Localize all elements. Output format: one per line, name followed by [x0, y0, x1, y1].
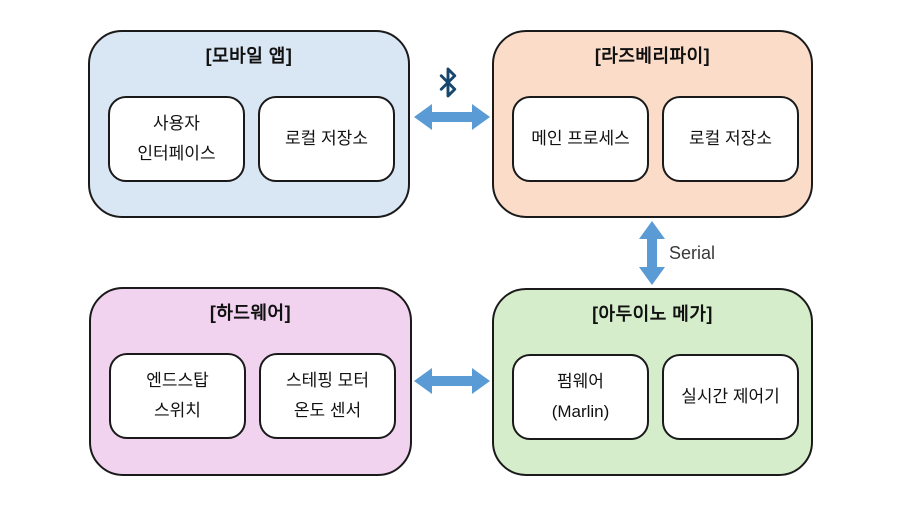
hardware-arrow — [414, 368, 490, 394]
node-label-line: 스테핑 모터 — [286, 371, 369, 390]
node-label-line: 온도 센서 — [293, 401, 362, 420]
double-arrow-shape — [639, 221, 665, 285]
group-box-mobile-app: [모바일 앱] 사용자 인터페이스 로컬 저장소 — [88, 30, 410, 218]
node-label-line: 펌웨어 — [557, 372, 604, 391]
node-label-line: (Marlin) — [551, 402, 610, 421]
node-local-storage-mobile: 로컬 저장소 — [258, 96, 395, 182]
node-label-line: 실시간 제어기 — [681, 387, 780, 406]
group-box-arduino-mega: [아두이노 메가] 펌웨어 (Marlin) 실시간 제어기 — [492, 288, 813, 476]
node-firmware-marlin: 펌웨어 (Marlin) — [512, 354, 649, 440]
node-main-process: 메인 프로세스 — [512, 96, 649, 182]
group-title-hardware: [하드웨어] — [209, 303, 292, 323]
serial-label: Serial — [669, 243, 716, 263]
bluetooth-icon-path — [439, 67, 457, 98]
node-realtime-controller: 실시간 제어기 — [662, 354, 799, 440]
node-label-line: 로컬 저장소 — [285, 129, 368, 148]
serial-arrow — [639, 221, 665, 285]
node-label-line: 메인 프로세스 — [531, 129, 630, 148]
node-local-storage-raspi: 로컬 저장소 — [662, 96, 799, 182]
node-user-interface: 사용자 인터페이스 — [108, 96, 245, 182]
node-stepper-temp-sensor: 스테핑 모터 온도 센서 — [259, 353, 396, 439]
double-arrow-shape — [414, 104, 490, 130]
group-box-hardware: [하드웨어] 엔드스탑 스위치 스테핑 모터 온도 센서 — [89, 287, 412, 476]
node-label-line: 엔드스탑 — [146, 371, 209, 390]
bluetooth-icon — [439, 67, 457, 98]
group-box-raspberry-pi: [라즈베리파이] 메인 프로세스 로컬 저장소 — [492, 30, 813, 218]
group-title-arduino-mega: [아두이노 메가] — [592, 304, 713, 324]
group-title-raspberry-pi: [라즈베리파이] — [594, 46, 711, 66]
node-label-line: 사용자 — [153, 114, 200, 133]
double-arrow-shape — [414, 368, 490, 394]
node-endstop-switch: 엔드스탑 스위치 — [109, 353, 246, 439]
node-label-line: 로컬 저장소 — [689, 129, 772, 148]
node-label-line: 스위치 — [154, 401, 201, 420]
bluetooth-arrow — [414, 104, 490, 130]
node-label-line: 인터페이스 — [137, 144, 216, 163]
group-title-mobile-app: [모바일 앱] — [205, 46, 293, 66]
